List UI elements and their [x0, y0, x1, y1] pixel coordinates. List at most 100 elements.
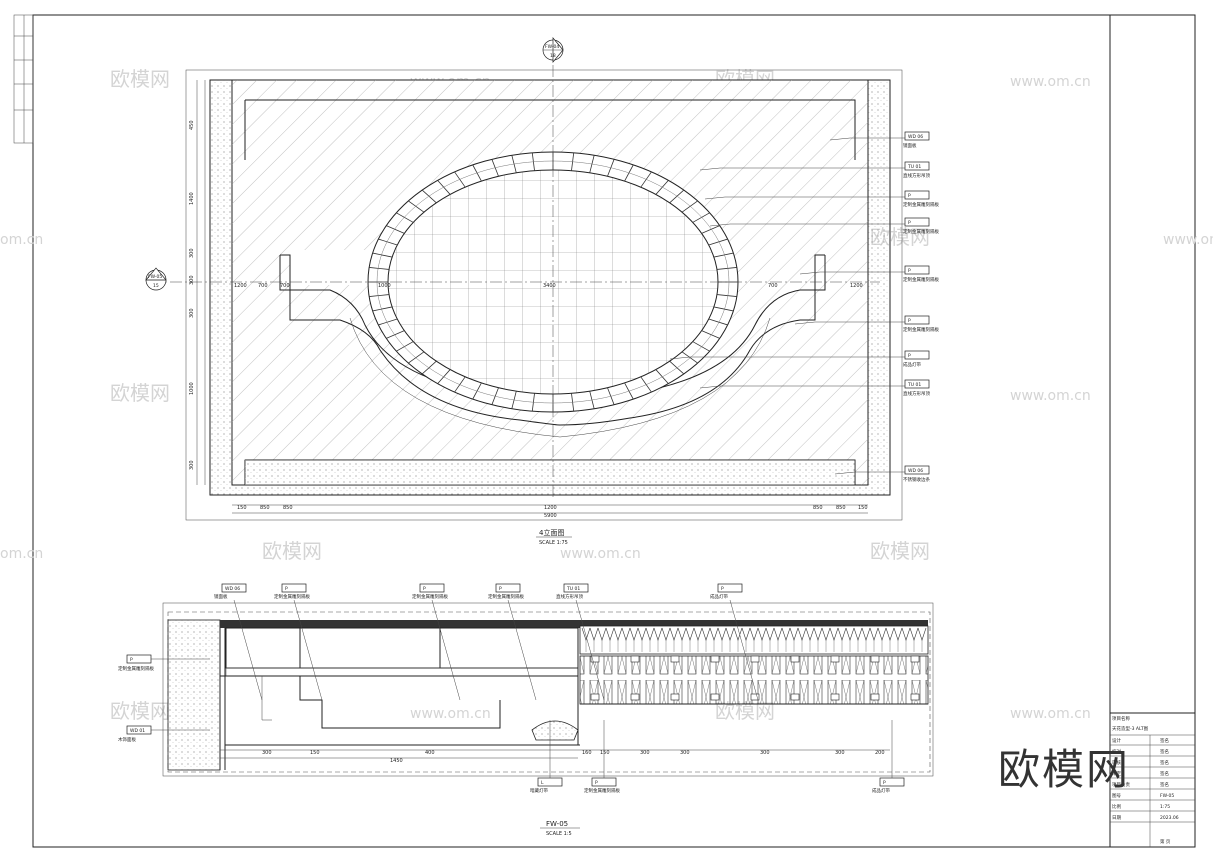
- ring-segment: [378, 318, 398, 326]
- svg-text:850: 850: [813, 505, 823, 511]
- ring-segment: [396, 212, 414, 223]
- svg-text:P: P: [908, 353, 911, 359]
- svg-text:om.cn: om.cn: [0, 232, 43, 248]
- svg-text:300: 300: [640, 750, 650, 756]
- bracket: [670, 693, 680, 701]
- title-block-label: 比例: [1112, 803, 1121, 810]
- svg-text:1000: 1000: [189, 382, 195, 395]
- svg-text:WD 06: WD 06: [908, 134, 923, 140]
- bracket: [790, 693, 800, 701]
- ring-segment: [408, 200, 425, 213]
- svg-text:700: 700: [280, 283, 290, 289]
- svg-text:400: 400: [425, 750, 435, 756]
- svg-text:定制金属雕刻隔板: 定制金属雕刻隔板: [584, 787, 620, 794]
- svg-text:150: 150: [600, 750, 610, 756]
- svg-text:1200: 1200: [850, 283, 863, 289]
- bracket: [870, 655, 880, 663]
- ring-segment: [692, 341, 710, 352]
- svg-text:www.om.cn: www.om.cn: [410, 706, 491, 722]
- svg-text:TU 01: TU 01: [907, 164, 921, 170]
- svg-text:om.cn: om.cn: [0, 546, 43, 562]
- bracket: [750, 655, 760, 663]
- elevation-callout: P 定制金属雕刻隔板: [709, 217, 939, 235]
- carved-pattern: [581, 627, 927, 652]
- svg-text:欧模网: 欧模网: [110, 699, 170, 723]
- svg-text:150: 150: [858, 505, 868, 511]
- svg-text:5900: 5900: [544, 513, 557, 519]
- title-block-value: 1:75: [1160, 804, 1170, 810]
- svg-text:www.om.cn: www.om.cn: [1010, 74, 1091, 90]
- section-marker-top: FW-04 18: [542, 37, 564, 63]
- title-block-label: 设计: [1112, 737, 1121, 744]
- svg-text:直线方形吊顶: 直线方形吊顶: [556, 593, 583, 600]
- svg-text:定制金属雕刻隔板: 定制金属雕刻隔板: [903, 201, 939, 208]
- svg-text:直线方形吊顶: 直线方形吊顶: [903, 172, 930, 179]
- svg-text:300: 300: [262, 750, 272, 756]
- ring-segment: [396, 341, 414, 352]
- svg-text:WD 01: WD 01: [130, 728, 145, 734]
- svg-text:定制金属雕刻隔板: 定制金属雕刻隔板: [903, 276, 939, 283]
- bracket: [590, 655, 600, 663]
- svg-text:160: 160: [582, 750, 592, 756]
- svg-text:P: P: [883, 780, 886, 786]
- svg-text:定制金属雕刻隔板: 定制金属雕刻隔板: [118, 665, 154, 672]
- svg-text:P: P: [908, 318, 911, 324]
- ring-segment: [421, 360, 437, 375]
- bracket: [710, 693, 720, 701]
- ring-segment: [708, 238, 728, 246]
- ring-segment: [701, 225, 720, 234]
- ring-segment: [713, 306, 734, 312]
- svg-text:300: 300: [189, 308, 195, 318]
- svg-text:P: P: [908, 220, 911, 226]
- ring-segment: [386, 330, 405, 339]
- bracket: [910, 655, 920, 663]
- svg-text:TU 01: TU 01: [907, 382, 921, 388]
- elevation-title: 4立面图: [539, 528, 564, 537]
- title-block-value: 签名: [1160, 770, 1169, 777]
- title-block-label: 审核: [1112, 759, 1121, 766]
- svg-text:定制金属雕刻隔板: 定制金属雕刻隔板: [903, 228, 939, 235]
- svg-text:850: 850: [260, 505, 270, 511]
- ring-segment: [421, 189, 437, 204]
- ring-segment: [701, 330, 720, 339]
- svg-text:欧模网: 欧模网: [110, 381, 170, 405]
- bracket: [710, 655, 720, 663]
- ring-segment: [655, 180, 669, 195]
- title-block-label: 日期: [1112, 815, 1121, 821]
- svg-text:成品灯带: 成品灯带: [903, 361, 921, 368]
- svg-text:第 页: 第 页: [1160, 838, 1171, 845]
- bracket: [630, 693, 640, 701]
- svg-text:300: 300: [835, 750, 845, 756]
- section-scale: SCALE 1:5: [546, 831, 572, 837]
- svg-text:150: 150: [310, 750, 320, 756]
- svg-text:850: 850: [836, 505, 846, 511]
- ring-segment: [386, 225, 405, 234]
- svg-text:WD 06: WD 06: [225, 586, 240, 592]
- title-block-label: 审定: [1112, 770, 1121, 777]
- ring-segment: [369, 294, 390, 297]
- svg-text:300: 300: [680, 750, 690, 756]
- svg-text:P: P: [721, 586, 724, 592]
- ring-segment: [669, 360, 685, 375]
- bracket: [910, 693, 920, 701]
- ring-segment: [681, 351, 698, 364]
- svg-text:1200: 1200: [544, 505, 557, 511]
- svg-text:300: 300: [189, 460, 195, 470]
- sheet-border: [32, 14, 1196, 848]
- svg-text:1000: 1000: [378, 283, 391, 289]
- svg-text:L: L: [541, 780, 544, 786]
- ring-segment: [716, 267, 737, 270]
- ring-segment: [369, 267, 390, 270]
- svg-text:1400: 1400: [189, 192, 195, 205]
- title-block-label: 项目负责: [1112, 781, 1130, 788]
- bracket: [750, 693, 760, 701]
- svg-text:暗藏灯带: 暗藏灯带: [530, 787, 548, 794]
